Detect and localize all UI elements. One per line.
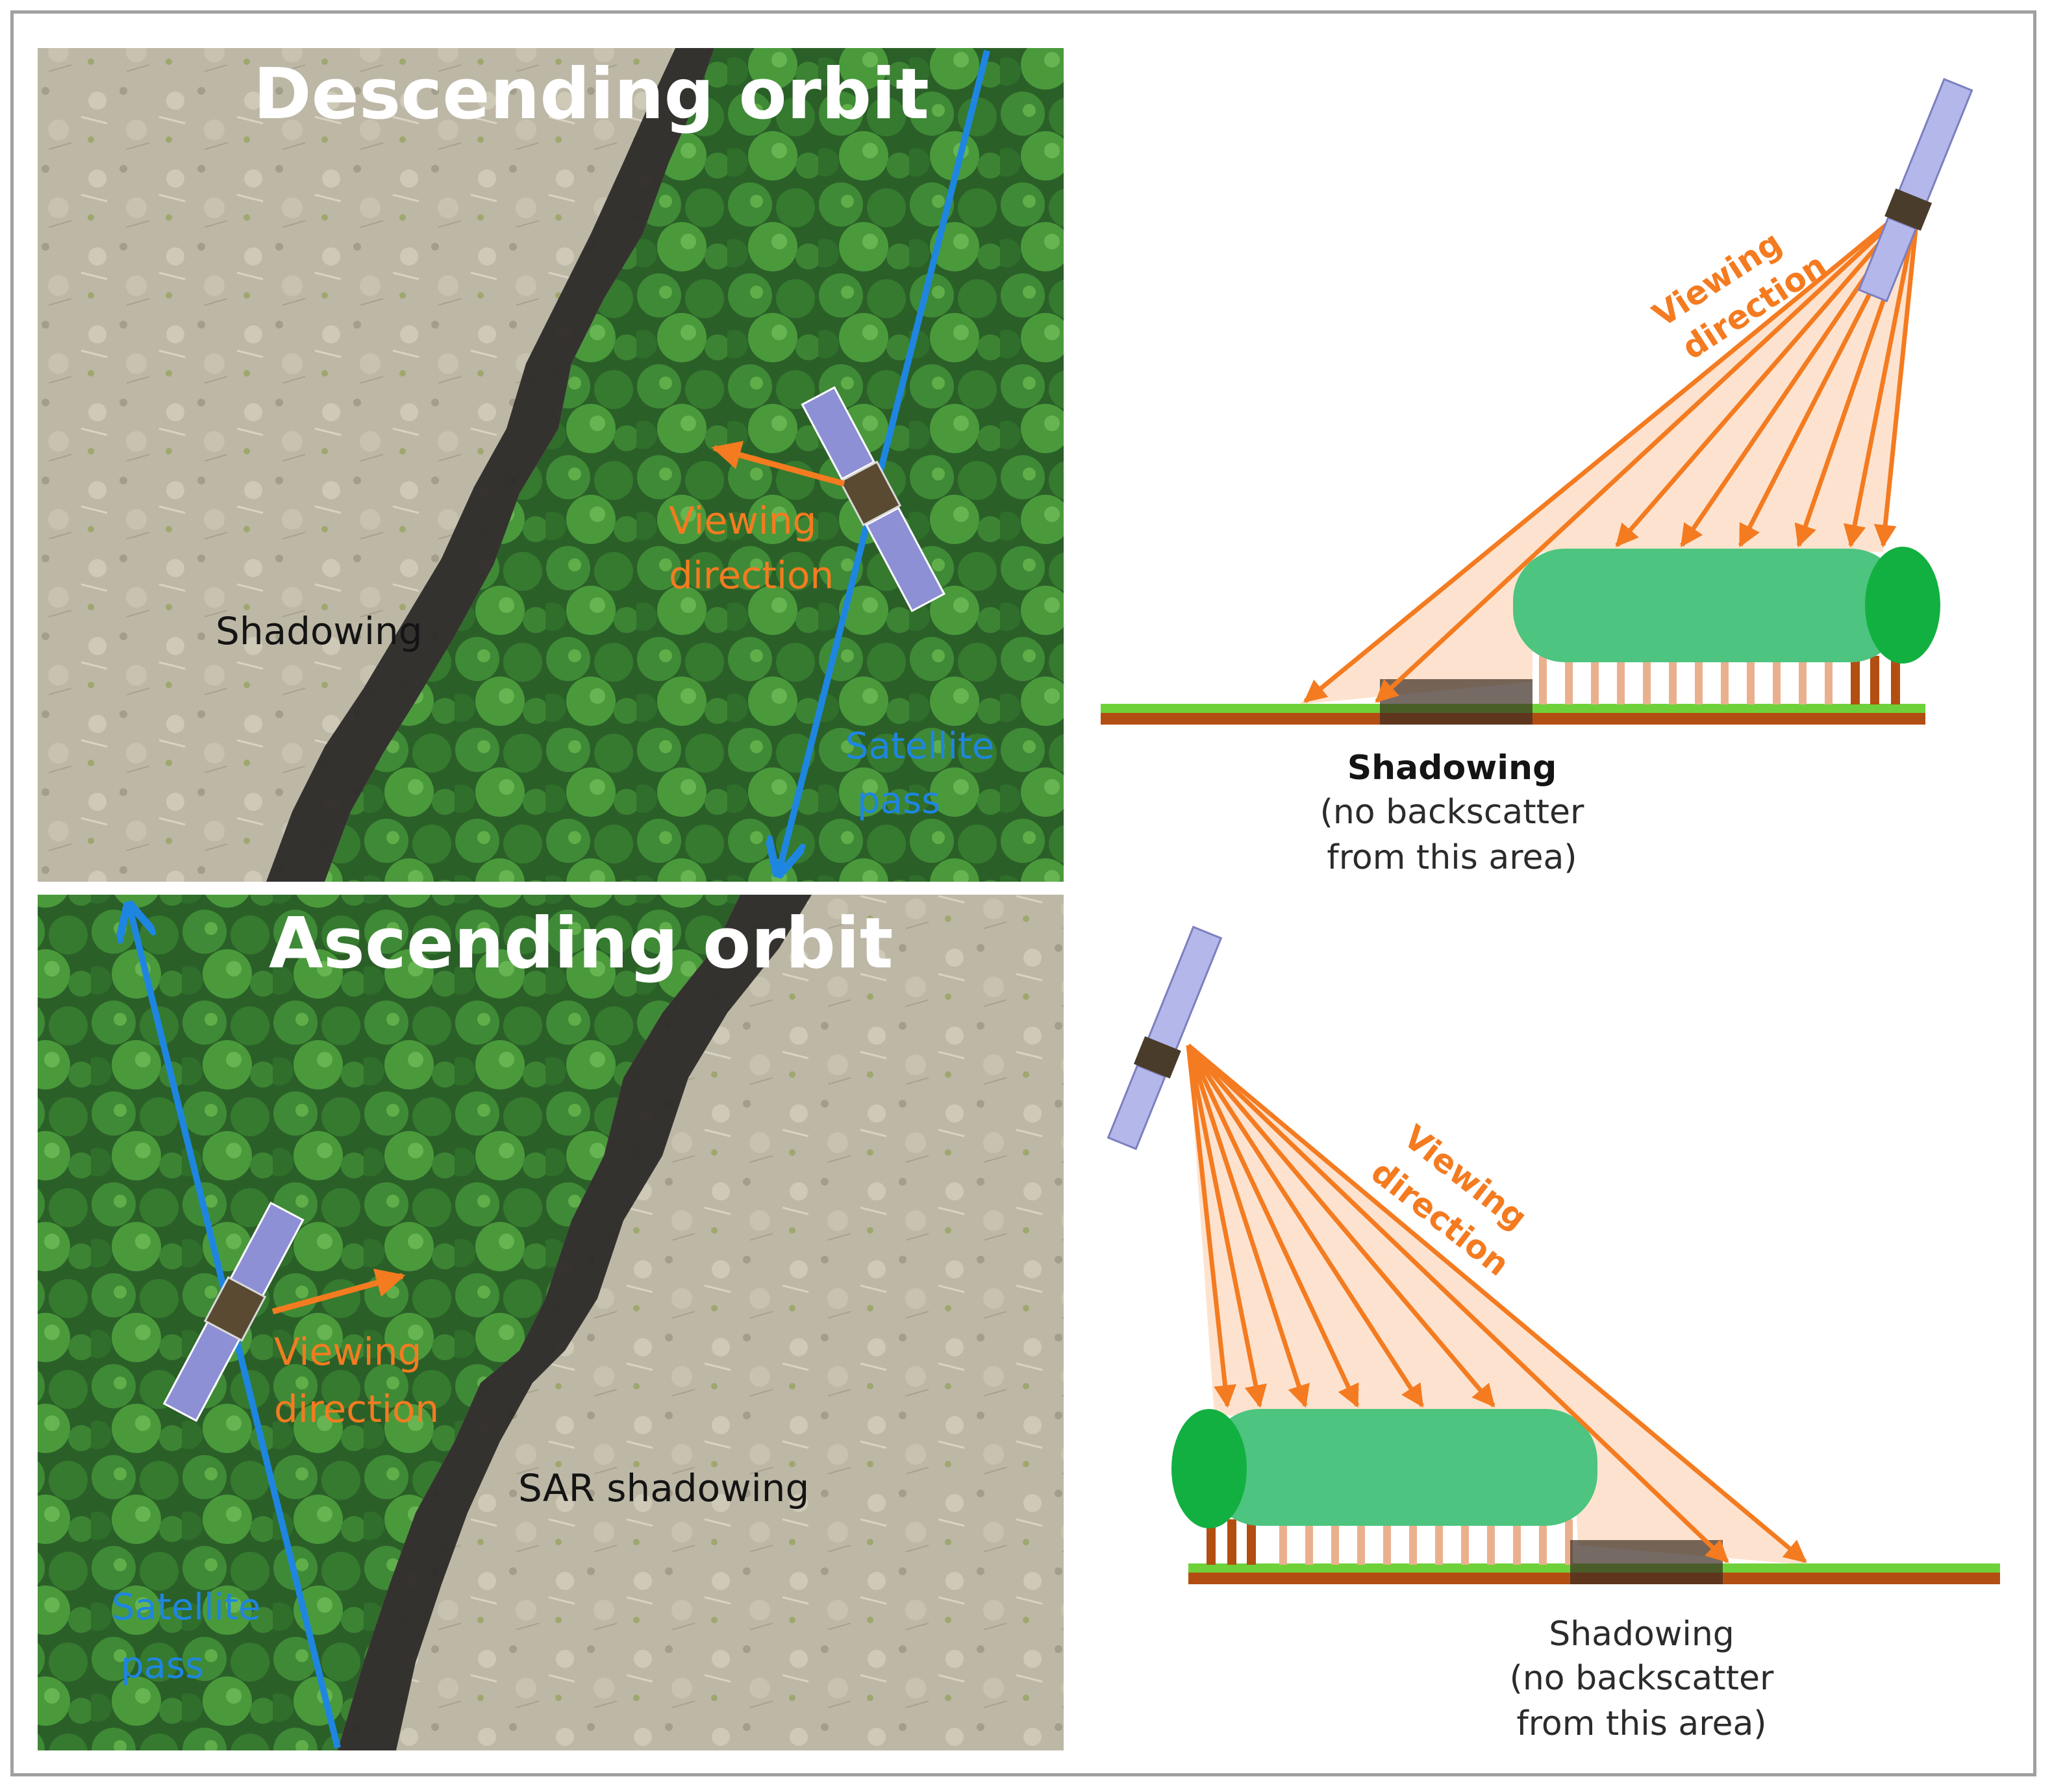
descending-shadow-label: Shadowing — [216, 609, 423, 653]
satellite-icon — [1107, 925, 1223, 1151]
descending-photo-panel — [38, 48, 1064, 882]
ascending-viewing-label-line1: Viewing — [274, 1330, 421, 1374]
ascending-diagram-shadow-note-line2: from this area) — [1516, 1704, 1766, 1743]
ascending-diagram-shadow-title: Shadowing — [1549, 1615, 1734, 1654]
ascending-pass-label-line1: Satellite — [112, 1586, 260, 1628]
ascending-orbit-title: Ascending orbit — [269, 903, 894, 984]
forest-canopy — [1513, 549, 1903, 662]
viewing-direction-arrow — [271, 1269, 406, 1315]
edge-tree-canopy — [1865, 547, 1940, 664]
forest-area — [325, 48, 1064, 882]
shadow-zone — [1380, 679, 1533, 725]
ascending-geometry-diagram — [1107, 925, 2000, 1584]
sar-shadow-strip — [338, 895, 812, 1750]
descending-pass-label-line1: Satellite — [845, 725, 994, 767]
ascending-shadow-label: SAR shadowing — [518, 1466, 809, 1510]
edge-tree-canopy — [1171, 1409, 1247, 1528]
descending-pass-label-line2: pass — [857, 780, 940, 822]
satellite-icon — [1857, 77, 1973, 303]
sar-shadow-strip — [266, 48, 714, 882]
satellite-icon — [162, 1201, 305, 1423]
descending-diagram-shadow-note-line1: (no backscatter — [1320, 793, 1584, 832]
forest-canopy — [1208, 1409, 1597, 1526]
descending-diagram-shadow-note-line2: from this area) — [1327, 838, 1577, 877]
shadow-zone — [1570, 1540, 1723, 1584]
ascending-photo-panel — [38, 895, 1064, 1750]
forest-area — [38, 895, 740, 1750]
descending-viewing-label-line2: direction — [669, 553, 834, 597]
descending-geometry-diagram — [1101, 77, 1973, 725]
descending-orbit-title: Descending orbit — [253, 54, 929, 135]
satellite-pass-arrow — [779, 49, 990, 870]
viewing-rays — [1186, 1043, 1807, 1563]
edge-tree-trunks — [1207, 1519, 1256, 1565]
descending-diagram-shadow-title: Shadowing — [1347, 749, 1557, 788]
satellite-icon — [801, 386, 945, 612]
edge-tree-trunks — [1851, 656, 1900, 704]
viewing-direction-arrow — [711, 441, 845, 487]
ascending-diagram-shadow-note-line1: (no backscatter — [1510, 1659, 1774, 1698]
tree-trunks — [1279, 1519, 1573, 1565]
ascending-viewing-label-line2: direction — [274, 1387, 439, 1431]
ascending-pass-label-line2: pass — [121, 1645, 204, 1687]
descending-viewing-label-line1: Viewing — [669, 499, 816, 543]
tree-trunks — [1539, 656, 1833, 704]
